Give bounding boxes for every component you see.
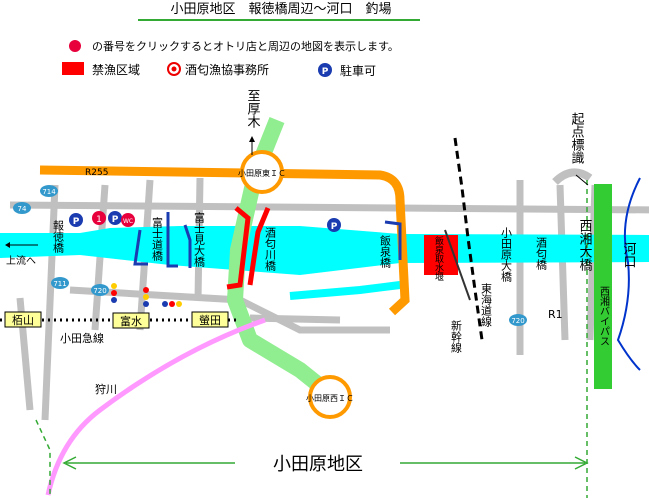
shield-720a: 720 <box>93 287 106 295</box>
svg-text:WC: WC <box>123 218 133 225</box>
closed-area-swatch <box>62 62 84 75</box>
map-title: 小田原地区 報徳橋周辺～河口 釣場 <box>170 1 391 17</box>
shield-714: 714 <box>42 188 56 196</box>
legend-parking: 駐車可 <box>340 63 376 78</box>
label-r1: R1 <box>548 308 563 321</box>
tokaido-line <box>444 229 471 301</box>
shop-dot-icon <box>69 40 81 52</box>
label-karikawa: 狩川 <box>95 382 117 396</box>
karikawa-river <box>45 317 266 496</box>
coastline <box>616 177 641 371</box>
wc-marker: WC <box>121 213 135 227</box>
ic-west-marker <box>308 375 352 419</box>
parking-marker <box>69 213 83 227</box>
label-sakawa-br: 酒匂川橋 <box>264 227 277 272</box>
label-tokaido: 東海道線 <box>480 283 493 327</box>
parking-marker <box>327 218 341 232</box>
shield-74: 74 <box>18 205 27 213</box>
label-fuji-road: 富士道橋 <box>151 216 164 262</box>
label-r255: R255 <box>85 168 108 178</box>
label-upstream: 上流へ <box>6 254 36 267</box>
label-seisho-br: 西湘大橋 <box>577 219 593 272</box>
label-seisho-bypass: 西湘バイパス <box>598 286 610 346</box>
label-odawara-br: 小田原大橋 <box>500 227 513 283</box>
shop-dots <box>111 283 182 307</box>
svg-text:P: P <box>112 215 119 225</box>
label-hotoku: 報徳橋 <box>52 220 65 254</box>
svg-text:P: P <box>322 67 329 77</box>
ic-west-label: 小田原西ＩＣ <box>306 394 354 403</box>
parking-marker <box>108 211 122 225</box>
seisho-bypass <box>594 184 612 389</box>
ic-east-marker <box>240 150 284 194</box>
shop-marker-1[interactable]: 1 <box>92 211 106 225</box>
svg-text:1: 1 <box>96 215 102 225</box>
svg-text:P: P <box>73 217 80 227</box>
closed-zone-right <box>247 207 271 286</box>
station-kayama: 栢山 <box>12 314 34 327</box>
legend-shop-note: の番号をクリックするとオトリ店と周辺の地図を表示します。 <box>92 39 399 53</box>
station-hotarada: 螢田 <box>199 313 221 327</box>
label-sakawa-br2: 酒匂橋 <box>535 237 548 271</box>
label-odakyu: 小田急線 <box>60 331 104 345</box>
shinkansen-line <box>453 137 484 341</box>
parking-icon <box>318 63 332 77</box>
closed-zone-left <box>226 206 251 290</box>
label-kiten: 起点標識 <box>569 112 585 165</box>
shield-720b: 720 <box>511 317 524 325</box>
label-fujimi: 富士見大橋 <box>193 211 206 268</box>
label-iizumi: 飯泉橋 <box>379 234 392 269</box>
station-tomizu: 富水 <box>120 314 142 328</box>
shield-711: 711 <box>53 280 66 288</box>
closed-zone-weir <box>424 235 458 275</box>
label-river-mouth: 河口 <box>621 242 637 268</box>
river-channel <box>289 281 401 300</box>
legend-fish-office: 酒匂漁協事務所 <box>185 62 269 77</box>
svg-text:P: P <box>331 222 338 232</box>
label-to-atsugi: 至厚木 <box>245 89 261 128</box>
sakawa-river <box>0 226 649 275</box>
legend-closed-area: 禁漁区域 <box>92 63 140 77</box>
label-shinkansen: 新幹線 <box>450 319 463 353</box>
label-district: 小田原地区 <box>273 454 363 475</box>
ic-east-label: 小田原東ＩＣ <box>238 168 286 178</box>
label-iizumi-intake: 飯泉取水堰 <box>433 235 444 281</box>
route-255 <box>39 165 410 316</box>
